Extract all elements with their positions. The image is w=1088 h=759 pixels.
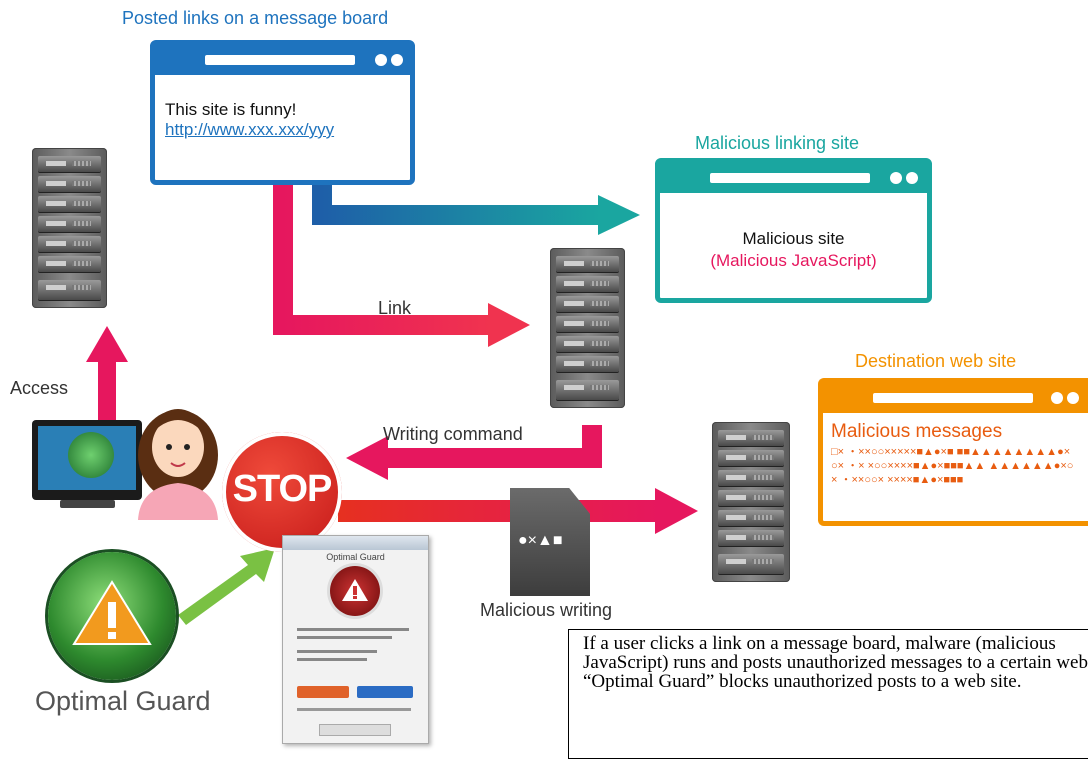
destination-window: Malicious messages □× ・××○○×××××■▲●×■ ■■… <box>818 378 1088 526</box>
monitor-radar <box>68 432 114 478</box>
window-dot <box>906 172 918 184</box>
arrow-writing-command <box>385 425 602 468</box>
dialog-button-right[interactable] <box>357 686 413 698</box>
optimal-guard-label: Optimal Guard <box>35 686 211 716</box>
post-link[interactable]: http://www.xxx.xxx/yyy <box>165 120 335 139</box>
caption-box: If a user clicks a link on a message boa… <box>568 629 1088 759</box>
arrow-guard <box>178 548 275 625</box>
writing-command-label: Writing command <box>383 424 523 444</box>
arrow-malicious-writing <box>338 500 658 522</box>
window-dot <box>391 54 403 66</box>
message-board-window: This site is funny! http://www.xxx.xxx/y… <box>150 40 415 185</box>
dialog-title: Optimal Guard <box>326 552 385 562</box>
warning-icon <box>72 580 152 645</box>
malicious-writing-label: Malicious writing <box>480 600 613 620</box>
arrow-access-shaft <box>98 360 116 420</box>
address-slot <box>873 393 1033 403</box>
window-titlebar <box>155 45 410 75</box>
stop-text: STOP <box>232 468 333 510</box>
dialog-alert-icon <box>330 566 380 616</box>
server-malicious <box>550 248 625 408</box>
arrow-access-head <box>86 326 128 362</box>
dialog-text-line <box>297 650 377 653</box>
window-dot <box>1051 392 1063 404</box>
arrow-head-link <box>488 303 530 347</box>
malicious-messages-heading: Malicious messages <box>831 421 1003 442</box>
dialog-titlebar <box>283 536 428 550</box>
malicious-messages-body: □× ・××○○×××××■▲●×■ ■■▲▲▲▲▲▲▲▲●×○× ・× ×○○… <box>831 446 1074 486</box>
malicious-linking-window: Malicious site (Malicious JavaScript) <box>655 158 932 303</box>
address-slot <box>205 55 355 65</box>
post-text: This site is funny! <box>165 100 297 119</box>
dialog-text-line <box>297 628 409 631</box>
dialog-checkbox[interactable] <box>297 708 411 711</box>
malicious-file-icon: ●×▲■ <box>510 488 590 596</box>
destination-title: Destination web site <box>855 351 1017 371</box>
monitor-stand <box>60 500 115 508</box>
window-titlebar <box>823 383 1088 413</box>
file-glyphs: ●×▲■ <box>518 532 563 549</box>
dialog-button-left[interactable] <box>297 686 349 698</box>
window-dot <box>1067 392 1079 404</box>
dialog-text-line <box>297 658 367 661</box>
stop-sign-icon: STOP <box>222 432 342 552</box>
dialog-footer-button[interactable] <box>319 724 391 736</box>
window-dot <box>375 54 387 66</box>
guard-dialog: Optimal Guard <box>282 535 429 744</box>
link-label: Link <box>378 298 412 318</box>
server-message-board <box>32 148 107 308</box>
window-dot <box>890 172 902 184</box>
arrow-head-writing <box>346 436 388 480</box>
dialog-text-line <box>297 636 392 639</box>
arrow-head-linking <box>598 195 640 235</box>
monitor-icon <box>32 420 142 500</box>
user-avatar-icon <box>138 409 218 520</box>
posted-links-title: Posted links on a message board <box>122 8 389 28</box>
window-titlebar <box>660 163 927 193</box>
optimal-guard-logo <box>48 552 176 680</box>
address-slot <box>710 173 870 183</box>
malicious-linking-title: Malicious linking site <box>695 133 860 153</box>
malicious-site-label: Malicious site <box>742 229 845 248</box>
arrow-head-malicious <box>655 488 698 534</box>
access-label: Access <box>10 378 69 398</box>
server-destination <box>712 422 790 582</box>
arrow-link <box>273 150 490 335</box>
malicious-js-label: (Malicious JavaScript) <box>710 251 877 270</box>
